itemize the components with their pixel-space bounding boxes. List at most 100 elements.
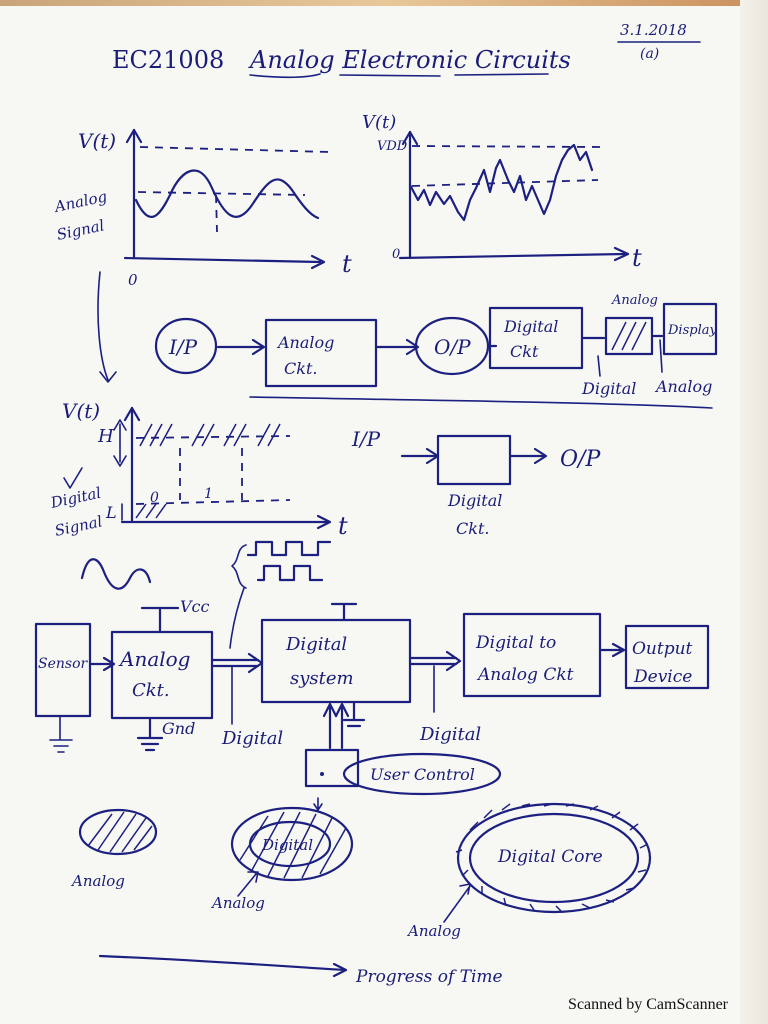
chain-underline — [249, 396, 713, 409]
chain-digital-label-2: Ckt — [510, 342, 539, 361]
chain-digital-pointer — [597, 355, 601, 377]
digital-block-label-2: Ckt. — [456, 519, 489, 538]
date-text: 3.1.2018 — [620, 21, 687, 39]
system-pulse-pointer — [229, 587, 245, 649]
system-sensor-box — [34, 622, 92, 718]
system-output-label-1: Output — [632, 639, 693, 659]
digital-high-label: H — [97, 426, 114, 447]
evolution-analog-label-3: Analog — [406, 922, 461, 940]
digital-side-label-2: Signal — [53, 512, 104, 540]
chain-analog-label-2: Ckt. — [284, 359, 317, 378]
digital-block-input: I/P — [351, 427, 381, 451]
system-vcc-label: Vcc — [180, 597, 210, 616]
evolution-analog-blob — [78, 808, 158, 856]
system-bus-arrow-1 — [210, 652, 264, 674]
analog-side-label-2: Signal — [55, 216, 106, 244]
chain-analog-tag-2: Analog — [654, 377, 712, 396]
evolution-analog-pointer-2 — [237, 871, 259, 897]
chain-analog-tag: Analog — [611, 293, 658, 308]
vdd-graph-ylabel: V(t) — [362, 112, 396, 133]
chain-analog-pointer — [659, 339, 663, 373]
chain-digital-tag: Digital — [581, 379, 636, 398]
analog-down-arrow — [97, 271, 117, 383]
digital-low-label: L — [105, 503, 117, 522]
evolution-diagram: Analog Digital Analog — [70, 797, 652, 987]
evolution-core-ring-hatching — [455, 803, 649, 913]
system-diagram: Sensor Analog Ckt. Vcc Gnd Digital Digit… — [34, 540, 710, 796]
digital-low-hatching — [135, 503, 167, 519]
evolution-core-outer — [456, 802, 652, 914]
vdd-noisy-wave — [408, 143, 594, 222]
system-analog-wave-sketch — [80, 558, 152, 590]
digital-y-arrow — [123, 406, 141, 422]
digital-low-dashed — [135, 499, 291, 505]
digital-block-box — [436, 434, 512, 486]
page-ref-text: (a) — [640, 46, 659, 62]
title-underline — [249, 73, 549, 79]
vdd-y-arrow — [401, 130, 419, 146]
chain-display-box — [662, 302, 718, 356]
system-pulse-brace — [231, 544, 247, 589]
evolution-analog-pointer-3 — [443, 883, 471, 923]
digital-block-output: O/P — [560, 447, 601, 472]
system-digital-label-b: system — [290, 668, 354, 689]
system-digital-label-a: Digital — [285, 634, 347, 655]
analog-graph-ylabel: V(t) — [78, 129, 116, 153]
digital-block-label-1: Digital — [447, 491, 502, 510]
course-title: Analog Electronic Circuits — [248, 46, 571, 74]
chain-arrow-1 — [216, 338, 266, 356]
analog-x-arrow — [310, 254, 326, 270]
system-dac-box — [462, 612, 602, 698]
system-output-box — [624, 624, 710, 690]
digital-x-arrow — [316, 514, 332, 530]
digital-side-label-1: Digital — [48, 484, 103, 512]
system-arrow-sensor — [88, 656, 116, 672]
evolution-progress-label: Progress of Time — [355, 967, 503, 987]
analog-upper-dashed — [139, 146, 331, 153]
chain-arrow-2 — [374, 338, 420, 356]
system-dac-label-2: Analog Ckt — [476, 665, 574, 685]
system-user-control-label: User Control — [370, 765, 475, 784]
system-user-control-ellipse — [342, 752, 502, 796]
digital-high-hatching — [139, 423, 281, 447]
vdd-label: VDD — [377, 139, 408, 154]
analog-y-arrow — [125, 128, 143, 144]
system-digital-label-1: Digital — [221, 728, 283, 749]
chain-analog-label-1: Analog — [276, 333, 334, 352]
system-digital-vcc — [330, 602, 358, 622]
digital-bit-1: 1 — [204, 486, 213, 502]
system-analog-label-1: Analog — [118, 647, 191, 671]
system-digital-box — [260, 618, 412, 704]
digital-xlabel: t — [338, 512, 348, 540]
chain-digital-label-1: Digital — [503, 317, 558, 336]
system-gnd-label: Gnd — [162, 719, 195, 738]
system-gnd-symbol — [136, 716, 164, 752]
vdd-signal-graph: V(t) VDD 0 t — [362, 112, 642, 272]
evolution-analog-label-1: Analog — [70, 872, 125, 890]
evolution-mixed-outer — [230, 806, 354, 882]
chain-output-label: O/P — [434, 335, 471, 359]
digital-block-arrow-out — [508, 447, 548, 465]
system-bus-arrow-2 — [408, 650, 462, 672]
analog-x-axis — [123, 256, 322, 264]
digital-checkmark — [63, 467, 83, 489]
analog-mid-dashed — [137, 191, 306, 196]
digital-block-arrow-in — [400, 447, 440, 465]
page-right-edge — [740, 0, 768, 1024]
vdd-xlabel: t — [632, 244, 642, 272]
scanner-footer: Scanned by CamScanner — [568, 996, 728, 1013]
evolution-time-arrow — [98, 954, 348, 978]
analog-side-label-1: Analog — [51, 187, 108, 216]
vdd-mid-dashed — [411, 179, 599, 187]
system-analog-label-2: Ckt. — [132, 680, 170, 701]
digital-graph-ylabel: V(t) — [62, 399, 100, 423]
system-analog-box — [110, 630, 214, 720]
vdd-x-arrow — [613, 246, 630, 262]
evolution-mixed-pointer — [313, 797, 323, 811]
evolution-analog-label-2: Analog — [210, 894, 265, 912]
analog-origin: 0 — [128, 271, 138, 289]
evolution-digital-core-label: Digital Core — [497, 847, 603, 867]
digital-block-diagram: I/P O/P Digital Ckt. — [351, 427, 601, 538]
page-top-edge — [0, 0, 768, 6]
system-control-box — [304, 748, 360, 788]
